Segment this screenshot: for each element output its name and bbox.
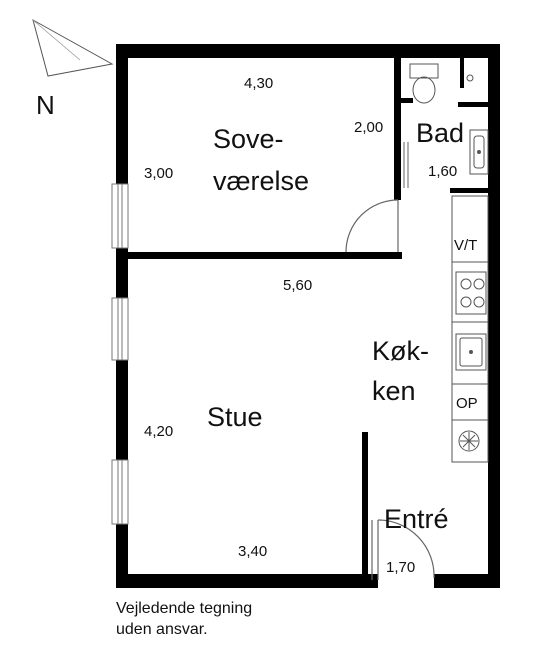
dim-kitchen-living-width: 5,60 [283, 277, 312, 294]
kitchen-label-line2: ken [372, 376, 416, 406]
bath-sink-icon [469, 129, 489, 175]
vt-label: V/T [454, 237, 477, 254]
fan-icon [458, 430, 480, 452]
bedroom-door [345, 199, 399, 253]
disclaimer-line2: uden ansvar. [116, 621, 208, 638]
windows [111, 183, 129, 525]
shower-icon [466, 74, 474, 82]
entry-label: Entré [384, 504, 449, 534]
bedroom-label-line1: Sove- [213, 124, 284, 154]
bedroom-label-line2: værelse [213, 166, 309, 196]
dim-living-width: 3,40 [238, 543, 267, 560]
bath-door [403, 142, 409, 188]
stove-icon [455, 271, 487, 315]
dim-entry-width: 1,70 [386, 559, 415, 576]
bath-label: Bad [416, 118, 464, 148]
outer-walls [116, 44, 500, 588]
kitchen-sink-icon [455, 333, 487, 371]
dim-bedroom-height: 3,00 [144, 165, 173, 182]
compass-icon [32, 18, 114, 77]
dim-bath-depth: 1,60 [428, 163, 457, 180]
dim-bath-width: 2,00 [354, 119, 383, 136]
living-room-label: Stue [207, 402, 263, 432]
dim-bedroom-width: 4,30 [244, 75, 273, 92]
toilet-icon [409, 63, 439, 104]
entry-door [371, 519, 435, 580]
north-label: N [36, 90, 55, 120]
op-label: OP [456, 395, 478, 412]
kitchen-label-line1: Køk- [372, 336, 429, 366]
disclaimer-line1: Vejledende tegning [116, 600, 253, 617]
kitchen-counter [451, 195, 489, 463]
interior-walls [128, 58, 488, 574]
dim-living-height: 4,20 [144, 423, 173, 440]
disclaimer: Vejledende tegning uden ansvar. [116, 598, 252, 640]
